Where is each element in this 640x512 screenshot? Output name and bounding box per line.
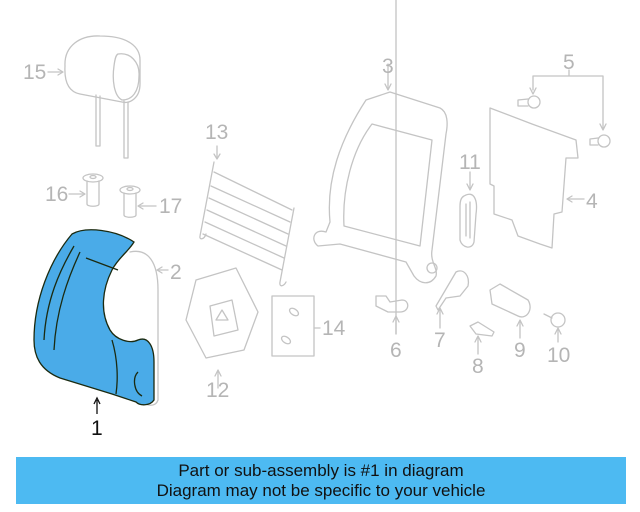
callout-7[interactable]: 7 — [434, 329, 446, 352]
callout-10[interactable]: 10 — [547, 344, 571, 367]
info-banner: Part or sub-assembly is #1 in diagram Di… — [16, 457, 626, 504]
callout-17[interactable]: 17 — [159, 195, 183, 218]
callout-3[interactable]: 3 — [382, 55, 394, 78]
callout-5[interactable]: 5 — [563, 51, 575, 74]
callout-12[interactable]: 12 — [206, 379, 230, 402]
seat-back-pad-part[interactable] — [129, 250, 169, 406]
callout-6[interactable]: 6 — [390, 339, 402, 362]
headrest-part[interactable] — [47, 35, 141, 159]
callout-2[interactable]: 2 — [170, 261, 182, 284]
banner-line-2: Diagram may not be specific to your vehi… — [156, 481, 486, 500]
callout-4[interactable]: 4 — [586, 190, 598, 213]
spring-mat-part[interactable] — [199, 145, 295, 287]
callout-9[interactable]: 9 — [514, 339, 526, 362]
seat-back-cover-part[interactable] — [33, 229, 155, 414]
seat-back-frame-part[interactable] — [313, 63, 448, 284]
callout-16[interactable]: 16 — [45, 183, 69, 206]
lumbar-support-part[interactable] — [185, 267, 259, 389]
side-trim-part[interactable] — [459, 171, 478, 248]
callout-11[interactable]: 11 — [459, 151, 481, 174]
pad-part[interactable] — [271, 295, 321, 357]
callout-13[interactable]: 13 — [205, 121, 229, 144]
guide-parts[interactable] — [68, 173, 157, 218]
callout-1[interactable]: 1 — [91, 417, 103, 440]
callout-8[interactable]: 8 — [472, 355, 484, 378]
banner-line-1: Part or sub-assembly is #1 in diagram — [178, 461, 464, 480]
back-panel-part[interactable] — [489, 107, 585, 249]
callout-14[interactable]: 14 — [322, 317, 346, 340]
small-parts[interactable] — [375, 0, 566, 355]
panel-screws-part[interactable] — [517, 69, 611, 148]
callout-15[interactable]: 15 — [23, 61, 47, 84]
